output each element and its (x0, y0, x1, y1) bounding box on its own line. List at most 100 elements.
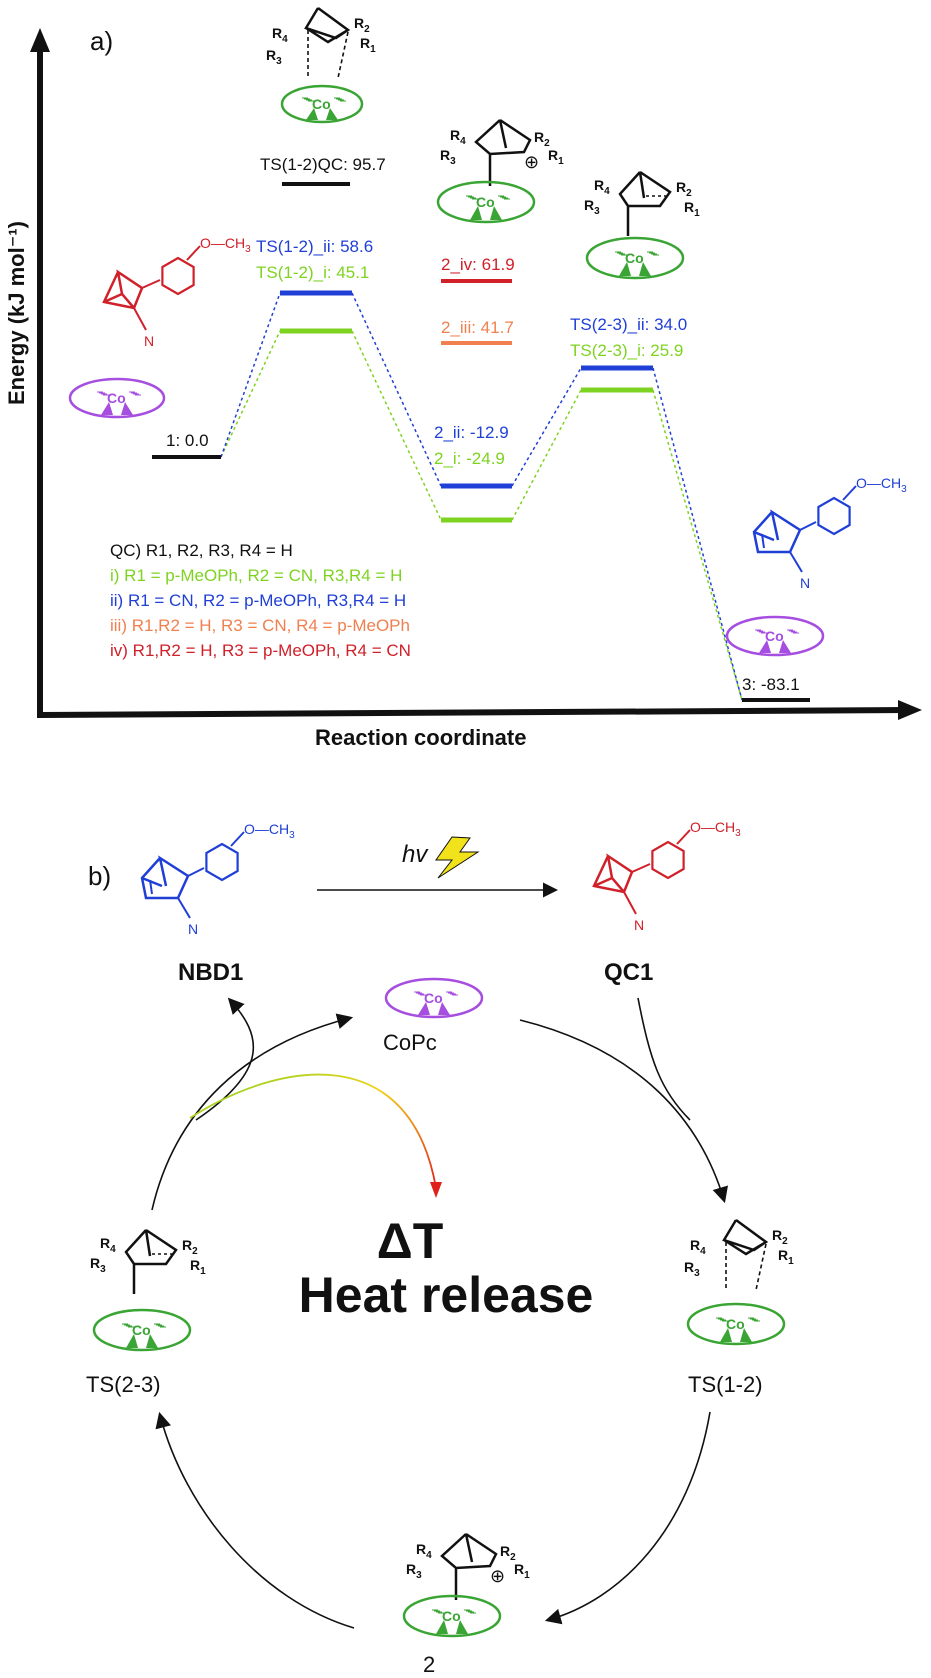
structure-nbd-a: N O—CH3 (752, 475, 907, 591)
legend-entry: ii) R1 = CN, R2 = p-MeOPh, R3,R4 = H (110, 591, 406, 610)
level-label-2-iv: 2_iv: 61.9 (441, 255, 515, 274)
level-label-1: 1: 0.0 (166, 431, 209, 450)
nitrile-n-label: N (188, 921, 198, 937)
svg-text:Co: Co (442, 1608, 461, 1624)
panel-a-letter: a) (90, 26, 113, 56)
svg-text:Co: Co (107, 390, 126, 406)
arrow-ts23-to-nbd1 (195, 997, 255, 1121)
legend: QC) R1, R2, R3, R4 = H i) R1 = p-MeOPh, R… (110, 541, 411, 660)
r1-label: R1 (684, 199, 700, 219)
methoxy-label: O—CH3 (244, 821, 295, 841)
co-ring-copc: Co (384, 977, 484, 1019)
r2-label: R2 (772, 1227, 788, 1247)
hv-label: hv (402, 841, 429, 868)
co-ring-ts12-qc: Co (280, 84, 364, 124)
r1-label: R1 (514, 1561, 530, 1581)
y-axis-arrowhead (30, 28, 50, 52)
co-ring-int2-a: Co (436, 180, 536, 224)
level-label-ts12-i: TS(1-2)_i: 45.1 (256, 263, 369, 282)
legend-entry: iv) R1,R2 = H, R3 = p-MeOPh, R4 = CN (110, 641, 411, 660)
connector-lines-green (220, 330, 743, 701)
r2-label: R2 (676, 179, 692, 199)
lightning-icon (435, 836, 480, 879)
r3-label: R3 (440, 147, 456, 167)
heat-release-arrowhead (430, 1182, 442, 1198)
r4-label: R4 (450, 127, 466, 147)
r1-label: R1 (548, 147, 564, 167)
r2-label: R2 (534, 129, 550, 149)
r3-label: R3 (684, 1259, 700, 1279)
r4-label: R4 (690, 1237, 706, 1257)
svg-text:Co: Co (424, 990, 443, 1006)
level-label-2-ii: 2_ii: -12.9 (434, 423, 509, 442)
panel-b-letter: b) (88, 861, 111, 891)
svg-text:Co: Co (625, 250, 644, 266)
y-axis-title: Energy (kJ mol⁻¹) (4, 221, 29, 405)
level-label-ts23-i: TS(2-3)_i: 25.9 (570, 341, 683, 360)
methoxy-label: O—CH3 (200, 235, 251, 255)
svg-text:Co: Co (765, 628, 784, 644)
co-ring-qc-a: Co (68, 377, 166, 419)
legend-entry: QC) R1, R2, R3, R4 = H (110, 541, 293, 560)
level-label-ts12-qc: TS(1-2)QC: 95.7 (260, 155, 386, 174)
methoxy-label: O—CH3 (690, 819, 741, 839)
structures-layer: R4R3R2R1CoR4R3R2R1⊕CoR4R3R2R1CoNO—CH3CoN… (68, 6, 907, 1638)
r4-label: R4 (100, 1235, 116, 1255)
level-label-2-iii: 2_iii: 41.7 (441, 318, 514, 337)
catalytic-cycle-arrows (151, 997, 728, 1629)
co-ring-ts23-b: Co (92, 1308, 192, 1352)
arrow-qc1-merge (637, 997, 691, 1121)
x-axis (39, 707, 907, 718)
x-axis-arrowhead (898, 700, 922, 720)
r2-label: R2 (354, 15, 370, 35)
r1-label: R1 (360, 35, 376, 55)
copc-label: CoPc (383, 1030, 437, 1055)
structure-qc1: N O—CH3 (592, 819, 741, 933)
level-label-ts23-ii: TS(2-3)_ii: 34.0 (570, 315, 687, 334)
connector-lines-blue (220, 292, 743, 701)
legend-entry: i) R1 = p-MeOPh, R2 = CN, R3,R4 = H (110, 566, 402, 585)
structure-nbd1: N O—CH3 (140, 821, 295, 937)
heat-release-label: Heat release (299, 1267, 594, 1323)
svg-text:Co: Co (476, 194, 495, 210)
arrow-ts12-to-2 (544, 1411, 711, 1625)
arrow-2-to-ts23 (155, 1411, 355, 1629)
svg-text:Co: Co (132, 1322, 151, 1338)
co-ring-ts12-b: Co (686, 1302, 786, 1346)
r3-label: R3 (90, 1255, 106, 1275)
nitrile-n-label: N (144, 333, 154, 349)
r4-label: R4 (594, 177, 610, 197)
svg-text:Co: Co (312, 96, 331, 112)
level-label-2-i: 2_i: -24.9 (434, 449, 505, 468)
r2-label: R2 (182, 1237, 198, 1257)
cation-plus: ⊕ (524, 152, 539, 172)
arrow-ts23-to-copc (151, 1013, 354, 1211)
legend-entry: iii) R1,R2 = H, R3 = CN, R4 = p-MeOPh (110, 616, 410, 635)
nitrile-n-label: N (800, 575, 810, 591)
r1-label: R1 (778, 1247, 794, 1267)
structure-qc-a: N O—CH3 (102, 235, 251, 349)
r4-label: R4 (272, 25, 288, 45)
x-axis-title: Reaction coordinate (315, 725, 526, 750)
int2-label: 2 (423, 1652, 435, 1677)
level-label-3: 3: -83.1 (742, 675, 800, 694)
r2-label: R2 (500, 1543, 516, 1563)
heat-release-arrow (189, 1073, 437, 1189)
co-ring-int2-b: Co (402, 1594, 502, 1638)
co-ring-ts23-a: Co (585, 236, 685, 280)
ts23-label: TS(2-3) (86, 1372, 161, 1397)
qc1-label: QC1 (604, 959, 653, 986)
delta-t-label: ΔT (377, 1213, 443, 1269)
r4-label: R4 (416, 1541, 432, 1561)
ts12-label: TS(1-2) (688, 1372, 763, 1397)
nitrile-n-label: N (634, 917, 644, 933)
methoxy-label: O—CH3 (856, 475, 907, 495)
arrow-copc-to-ts12 (519, 1019, 728, 1204)
svg-text:Co: Co (726, 1316, 745, 1332)
